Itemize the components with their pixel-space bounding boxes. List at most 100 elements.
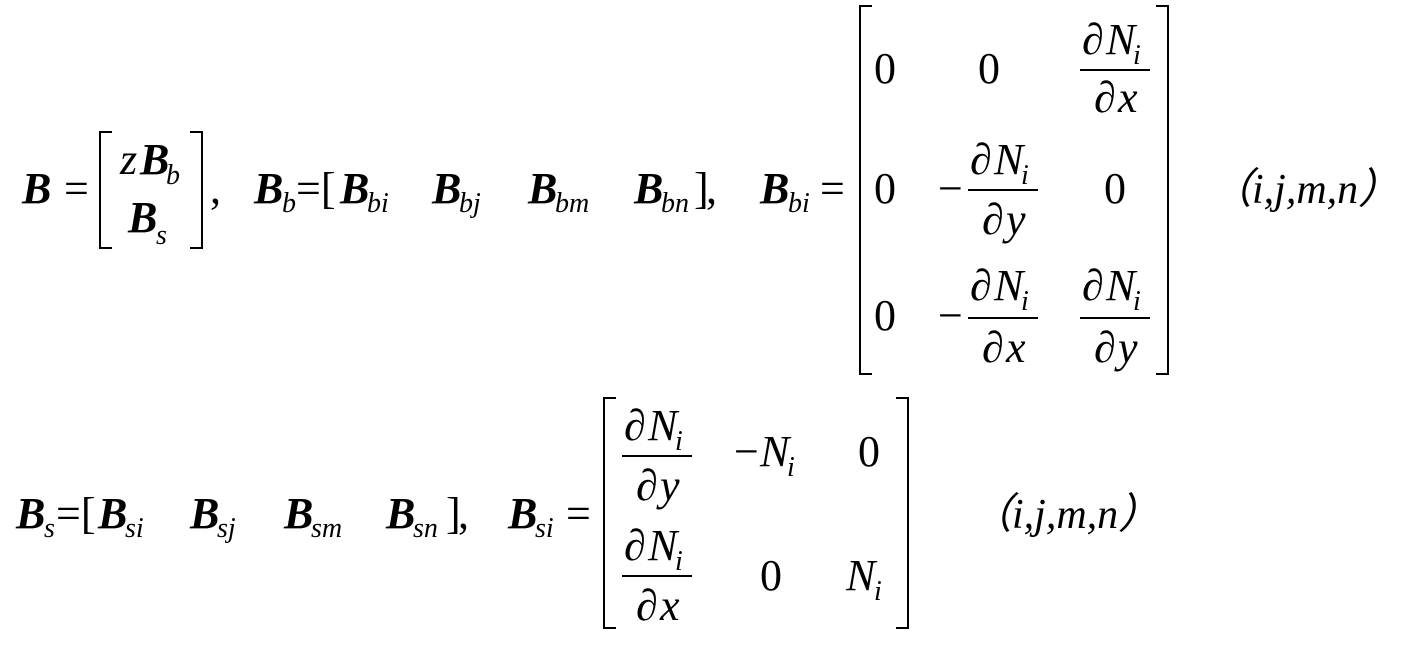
- symbol-N: N: [759, 427, 792, 476]
- subscript-s: s: [156, 220, 167, 251]
- symbol-B: B: [431, 164, 461, 213]
- equals-open-bracket: =[: [296, 164, 335, 213]
- subscript-bm: bm: [555, 188, 589, 219]
- matrix-entry-zero: 0: [1104, 164, 1126, 213]
- symbol-N: N: [845, 551, 878, 600]
- subscript-i: i: [1133, 40, 1141, 71]
- matrix-right-bracket: [1156, 5, 1169, 375]
- subscript-b: b: [166, 160, 180, 191]
- equals-sign: =: [820, 164, 845, 213]
- partial-symbol: ∂: [982, 323, 1004, 372]
- fraction-neg-dNi-dx: − ∂ N i ∂ x: [938, 261, 1038, 372]
- symbol-B: B: [283, 489, 313, 538]
- minus-sign: −: [734, 427, 759, 476]
- equals-open-bracket: =[: [56, 489, 95, 538]
- equals-sign: =: [64, 164, 89, 213]
- subscript-sn: sn: [413, 513, 438, 544]
- fraction-neg-dNi-dy: − ∂ N i ∂ y: [938, 135, 1038, 244]
- matrix-entry-zero: 0: [874, 164, 896, 213]
- comma: ,: [210, 164, 221, 213]
- symbol-N: N: [647, 401, 680, 450]
- matrix-left-bracket: [603, 397, 616, 629]
- subscript-si: si: [535, 513, 554, 544]
- subscript-i: i: [675, 426, 683, 457]
- symbol-N: N: [1105, 15, 1138, 64]
- matrix-entry-zero: 0: [874, 44, 896, 93]
- matrix-left-bracket: [859, 5, 872, 375]
- subscript-sj: sj: [217, 513, 236, 544]
- subscript-si: si: [125, 513, 144, 544]
- subscript-bj: bj: [459, 188, 481, 219]
- symbol-B: B: [759, 164, 789, 213]
- subscript-s: s: [44, 513, 55, 544]
- symbol-B: B: [339, 164, 369, 213]
- partial-symbol: ∂: [624, 401, 646, 450]
- subscript-bi: bi: [367, 188, 389, 219]
- subscript-i: i: [787, 452, 795, 483]
- subscript-i: i: [1133, 286, 1141, 317]
- fraction-dNi-dy: ∂ N i ∂ y: [1080, 261, 1150, 372]
- symbol-B: B: [21, 164, 51, 213]
- symbol-B: B: [385, 489, 415, 538]
- symbol-x: x: [659, 581, 680, 630]
- subscript-bi: bi: [788, 188, 810, 219]
- close-bracket: ]: [446, 489, 461, 538]
- comma: ,: [458, 489, 469, 538]
- equation-1: B = z B b B s , B b =[ B bi B bj B bm B …: [21, 5, 1400, 375]
- symbol-N: N: [993, 261, 1026, 310]
- symbol-B: B: [527, 164, 557, 213]
- symbol-B: B: [97, 489, 127, 538]
- symbol-y: y: [1002, 195, 1026, 244]
- partial-symbol: ∂: [982, 195, 1004, 244]
- partial-symbol: ∂: [636, 461, 658, 510]
- partial-symbol: ∂: [970, 261, 992, 310]
- partial-symbol: ∂: [1094, 323, 1116, 372]
- subscript-i: i: [1021, 286, 1029, 317]
- symbol-B: B: [127, 193, 157, 242]
- symbol-z: z: [119, 135, 137, 184]
- symbol-N: N: [647, 521, 680, 570]
- equation-2: B s =[ B si B sj B sm B sn ] , B si = ∂ …: [15, 397, 1160, 630]
- fraction-dNi-dy: ∂ N i ∂ y: [622, 401, 692, 510]
- matrix-entry-zero: 0: [874, 291, 896, 340]
- matrix-entry-zero: 0: [978, 44, 1000, 93]
- matrix-entry-zero: 0: [858, 427, 880, 476]
- comma: ,: [706, 164, 717, 213]
- matrix-right-bracket: [896, 397, 909, 629]
- symbol-y: y: [1114, 323, 1138, 372]
- subscript-i: i: [1021, 160, 1029, 191]
- subscript-i: i: [675, 546, 683, 577]
- fraction-dNi-dx: ∂ N i ∂ x: [622, 521, 692, 630]
- partial-symbol: ∂: [970, 135, 992, 184]
- equals-sign: =: [566, 489, 591, 538]
- index-label: （i,j,m,n）: [970, 492, 1160, 538]
- matrix-entry-zero: 0: [760, 551, 782, 600]
- partial-symbol: ∂: [636, 581, 658, 630]
- partial-symbol: ∂: [1094, 73, 1116, 122]
- symbol-B: B: [139, 135, 169, 184]
- symbol-B: B: [189, 489, 219, 538]
- left-bracket: [99, 131, 112, 249]
- partial-symbol: ∂: [624, 521, 646, 570]
- symbol-y: y: [656, 461, 680, 510]
- subscript-i: i: [874, 576, 882, 607]
- right-bracket: [190, 131, 203, 249]
- fraction-dNi-dx: ∂ N i ∂ x: [1080, 15, 1150, 122]
- subscript-bn: bn: [661, 188, 689, 219]
- symbol-N: N: [1105, 261, 1138, 310]
- close-bracket: ]: [694, 164, 709, 213]
- index-label: （i,j,m,n）: [1210, 167, 1400, 213]
- partial-symbol: ∂: [1082, 15, 1104, 64]
- symbol-B: B: [15, 489, 45, 538]
- partial-symbol: ∂: [1082, 261, 1104, 310]
- subscript-sm: sm: [311, 513, 342, 544]
- symbol-x: x: [1117, 73, 1138, 122]
- subscript-b: b: [282, 188, 296, 219]
- symbol-x: x: [1005, 323, 1026, 372]
- minus-sign: −: [938, 164, 963, 213]
- symbol-N: N: [993, 135, 1026, 184]
- symbol-B: B: [253, 164, 283, 213]
- symbol-B: B: [633, 164, 663, 213]
- symbol-B: B: [507, 489, 537, 538]
